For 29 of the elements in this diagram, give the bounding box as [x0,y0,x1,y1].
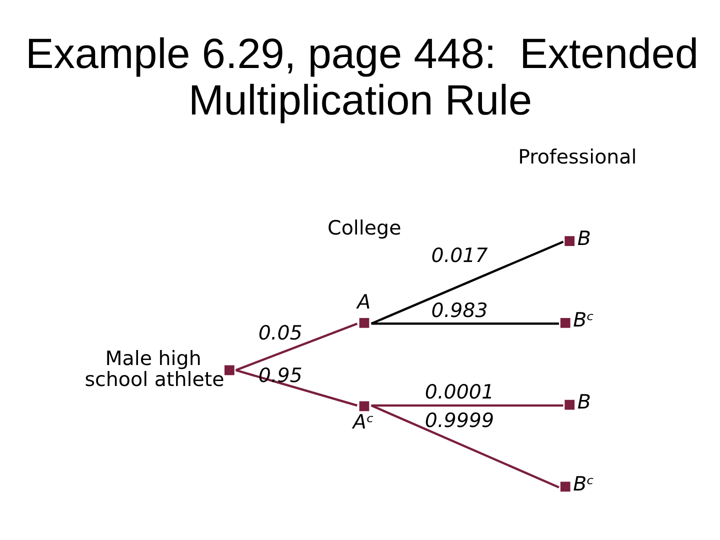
label: Professional [518,146,637,169]
node-box [564,236,575,246]
connector [235,322,358,372]
label: College [328,216,402,240]
edge-label: 0.0001 [424,380,494,404]
node-label: Aᶜ [352,410,374,434]
connector [370,404,560,488]
node-label: B [577,226,591,250]
diagram-title: Example 6.29, page 448: Extended Multiplication Rule [25,30,699,124]
connector [235,369,358,407]
edge-label: 0.95 [258,364,302,387]
node-label: Bᶜ [573,308,594,332]
node-label: Bᶜ [573,472,594,496]
node-label: Male high school athlete [84,346,224,392]
node-box [359,401,370,412]
connector [371,322,559,325]
node-box [224,365,234,376]
edge-label: 0.017 [431,244,488,267]
edge-label: 0.983 [431,298,488,322]
connector [370,240,564,325]
node-box [359,318,370,328]
node-box [560,482,570,492]
connector [371,404,564,407]
node-label: B [577,390,591,414]
edge-label: 0.05 [258,321,302,344]
node-box [564,400,575,410]
node-label: A [357,290,371,314]
edge-label: 0.9999 [424,408,494,432]
node-box [560,318,570,328]
